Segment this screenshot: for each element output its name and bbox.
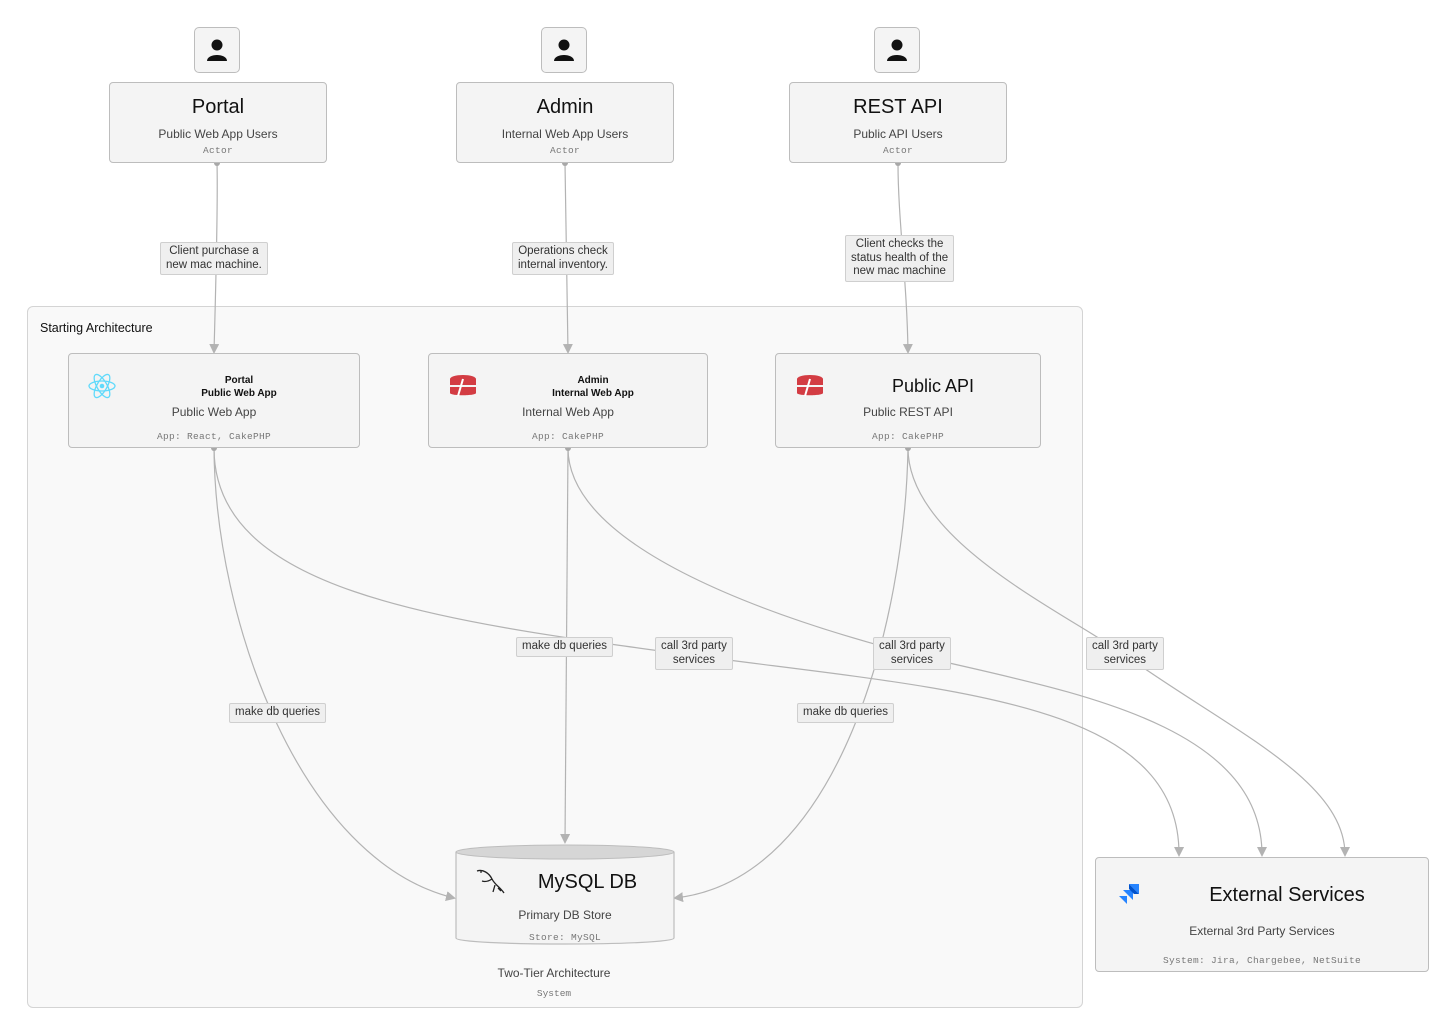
actor-subtitle: Public API Users bbox=[853, 127, 943, 141]
actor-title: Admin bbox=[536, 96, 594, 118]
external-tech: System: Jira, Chargebee, NetSuite bbox=[1162, 955, 1362, 966]
actor-kind: Actor bbox=[882, 145, 913, 156]
container-public-api[interactable]: Public API Public REST API App: CakePHP bbox=[775, 353, 1041, 448]
mysql-dolphin-icon bbox=[476, 869, 505, 894]
person-icon bbox=[874, 27, 920, 73]
actor-kind: Actor bbox=[549, 145, 580, 156]
external-title: External Services bbox=[1209, 884, 1365, 906]
container-tech: App: CakePHP bbox=[531, 431, 604, 442]
database-subtitle: Primary DB Store bbox=[518, 908, 612, 922]
container-name-line2: Public Web App bbox=[201, 388, 277, 399]
container-tech: App: CakePHP bbox=[871, 431, 944, 442]
container-name: Admin bbox=[577, 375, 609, 386]
container-name: Portal bbox=[224, 375, 254, 386]
system-kind: System bbox=[536, 988, 572, 999]
edge-api-to-db bbox=[673, 447, 909, 903]
jira-icon bbox=[1119, 884, 1139, 904]
edge-admin-to-db bbox=[560, 447, 571, 844]
container-subtitle: Public REST API bbox=[863, 405, 953, 419]
external-services[interactable]: External Services External 3rd Party Ser… bbox=[1095, 857, 1429, 972]
database-title: MySQL DB bbox=[537, 871, 638, 893]
react-icon bbox=[88, 373, 116, 399]
container-name: Public API bbox=[891, 376, 975, 396]
container-name-line2: Internal Web App bbox=[552, 388, 634, 399]
container-tech: App: React, CakePHP bbox=[156, 431, 272, 442]
actor-admin[interactable]: Admin Internal Web App Users Actor bbox=[456, 82, 674, 163]
edge-label-db-portal: make db queries bbox=[229, 703, 327, 723]
person-icon bbox=[541, 27, 587, 73]
container-portal[interactable]: Portal Public Web App Public Web App App… bbox=[68, 353, 360, 448]
cakephp-icon bbox=[450, 375, 476, 397]
actor-subtitle: Internal Web App Users bbox=[501, 127, 629, 141]
database-tech: Store: MySQL bbox=[528, 932, 601, 943]
boundary-title: Starting Architecture bbox=[40, 321, 153, 335]
actor-title: Portal bbox=[191, 96, 245, 118]
edge-portal-to-db bbox=[213, 447, 456, 901]
container-subtitle: Public Web App bbox=[171, 405, 257, 419]
person-icon bbox=[194, 27, 240, 73]
actor-subtitle: Public Web App Users bbox=[158, 127, 278, 141]
external-subtitle: External 3rd Party Services bbox=[1189, 924, 1335, 938]
container-admin[interactable]: Admin Internal Web App Internal Web App … bbox=[428, 353, 708, 448]
system-name: Two-Tier Architecture bbox=[497, 966, 611, 980]
database-cylinder[interactable] bbox=[454, 842, 676, 952]
actor-kind: Actor bbox=[202, 145, 233, 156]
container-subtitle: Internal Web App bbox=[522, 405, 614, 419]
edge-label-db-api: make db queries bbox=[797, 703, 895, 723]
edge-label-db-admin: make db queries bbox=[516, 637, 614, 657]
cakephp-icon bbox=[797, 375, 823, 397]
actor-title: REST API bbox=[853, 96, 943, 118]
actor-portal[interactable]: Portal Public Web App Users Actor bbox=[109, 82, 327, 163]
actor-rest-api[interactable]: REST API Public API Users Actor bbox=[789, 82, 1007, 163]
